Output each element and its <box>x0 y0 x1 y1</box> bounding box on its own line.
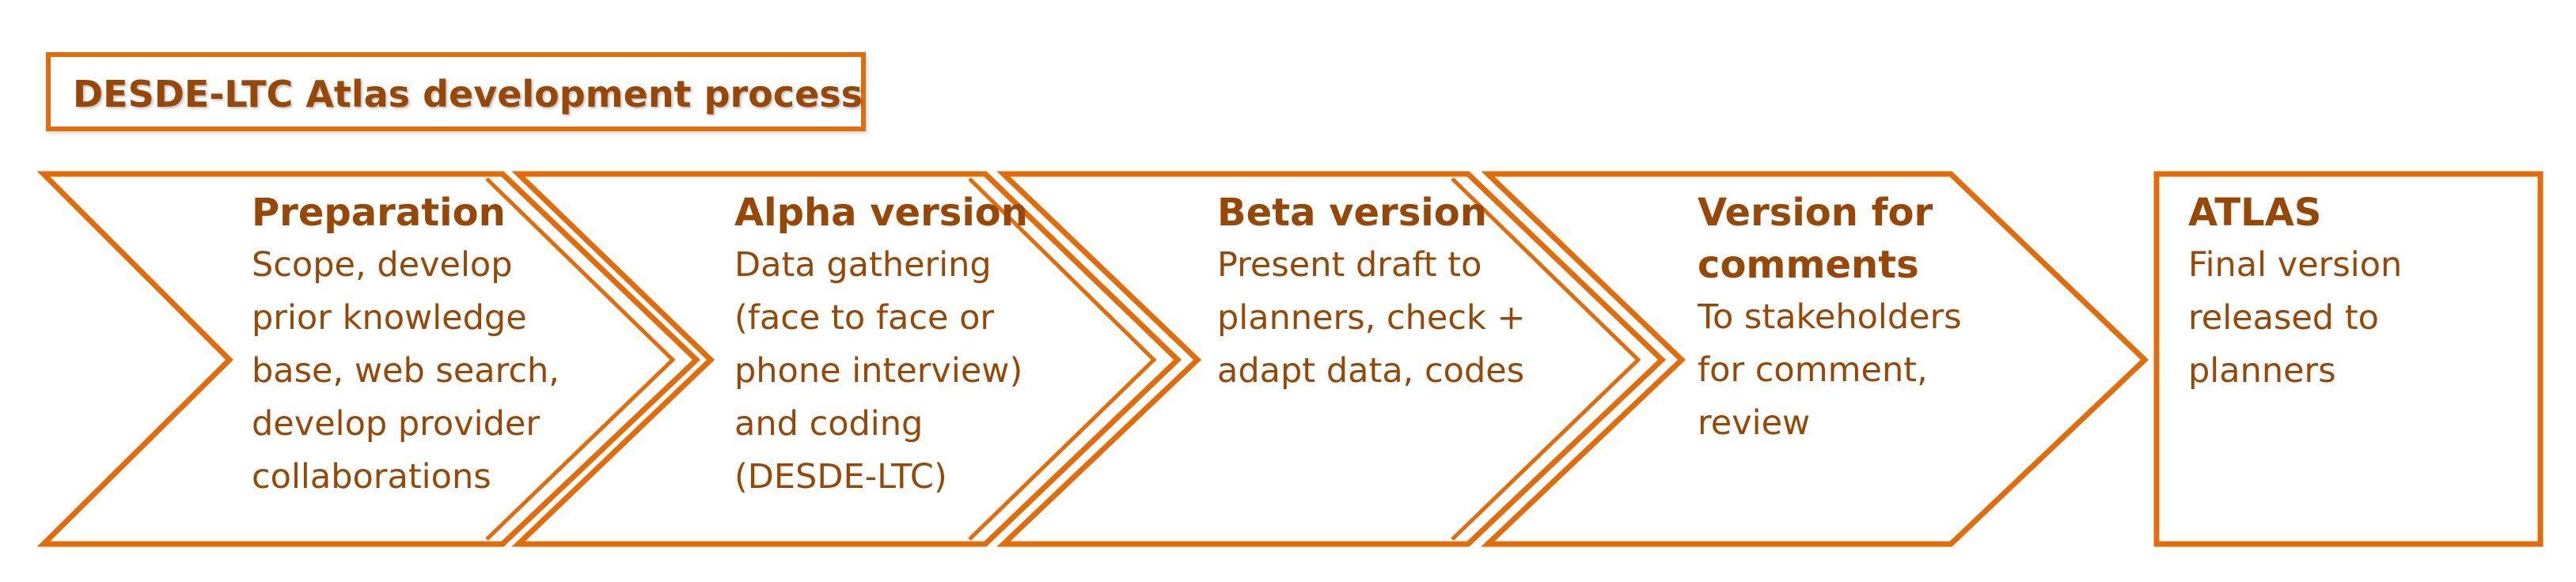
stage-title: Version for comments <box>1698 191 1933 287</box>
stage-version-for-comments: Version for comments To stakeholders for… <box>1698 187 2030 450</box>
chevron-beta <box>996 171 1667 547</box>
stage-atlas: ATLAS Final version released to planners <box>2188 187 2521 398</box>
stage-description: Scope, develop prior knowledge base, web… <box>252 245 560 497</box>
stage-title: Beta version <box>1217 191 1487 235</box>
chevron-version-for-comments <box>1481 171 2149 547</box>
chevron-preparation <box>36 171 701 547</box>
chevron-outline-inner-3 <box>1451 177 1641 541</box>
chevron-outline-inner-1 <box>485 177 676 541</box>
stage-title: ATLAS <box>2188 191 2322 235</box>
stage-description: Present draft to planners, check + adapt… <box>1217 245 1526 391</box>
chevron-outline-inner-2 <box>968 177 1157 541</box>
stage-preparation: Preparation Scope, develop prior knowled… <box>252 187 584 504</box>
box-atlas <box>2153 171 2544 547</box>
stage-description: To stakeholders for comment, review <box>1698 297 1962 443</box>
chevron-alpha <box>511 171 1182 547</box>
stage-beta-version: Beta version Present draft to planners, … <box>1217 187 1550 398</box>
stage-title: Alpha version <box>734 191 1028 235</box>
stage-title: Preparation <box>252 191 506 235</box>
diagram-title: DESDE-LTC Atlas development process <box>73 73 863 115</box>
stage-description: Final version released to planners <box>2188 245 2403 391</box>
stage-alpha-version: Alpha version Data gathering (face to fa… <box>734 187 1067 504</box>
stage-description: Data gathering (face to face or phone in… <box>734 245 1023 497</box>
title-box: DESDE-LTC Atlas development process <box>46 52 866 131</box>
